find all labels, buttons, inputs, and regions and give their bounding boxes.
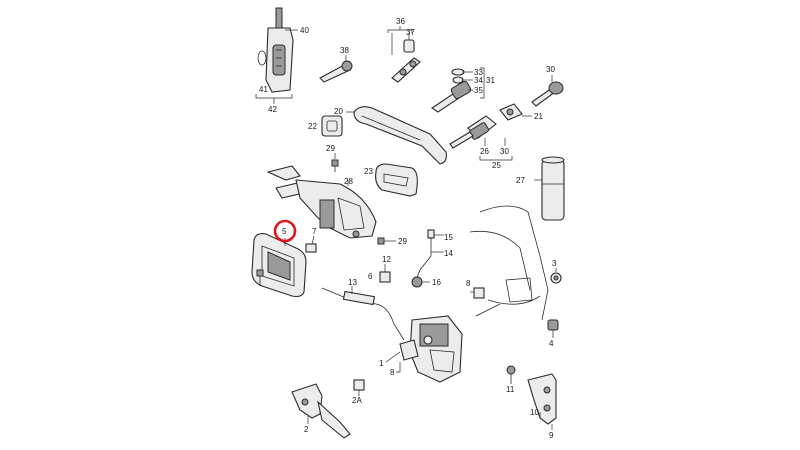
label-30-mid: 30 — [500, 147, 509, 156]
label-36: 36 — [396, 17, 405, 26]
label-33: 33 — [474, 68, 483, 77]
key-part-30 — [531, 75, 564, 107]
label-29-middle: 29 — [398, 237, 407, 246]
label-38: 38 — [340, 46, 349, 55]
label-28: 28 — [344, 177, 353, 186]
label-21: 21 — [534, 112, 543, 121]
inner-door-handle-part-5 — [251, 233, 307, 298]
label-25: 25 — [492, 161, 501, 170]
screw-part-29-middle — [377, 237, 396, 245]
label-10: 10 — [530, 408, 539, 417]
label-29-top: 29 — [326, 144, 335, 153]
seal-part-23 — [375, 163, 418, 197]
highlight-circle — [273, 219, 297, 243]
label-5: 5 — [282, 227, 287, 236]
label-35: 35 — [474, 86, 483, 95]
label-27: 27 — [516, 176, 525, 185]
label-8-right: 8 — [466, 279, 471, 288]
striker-plate-part-10 — [527, 373, 557, 430]
label-20: 20 — [334, 107, 343, 116]
bracket-part-21 — [499, 103, 532, 121]
label-22: 22 — [308, 122, 317, 131]
label-42: 42 — [268, 105, 277, 114]
label-3: 3 — [552, 259, 557, 268]
key-fob-part-40 — [255, 7, 298, 104]
label-15: 15 — [444, 233, 453, 242]
label-31: 31 — [486, 76, 495, 85]
label-12: 12 — [382, 255, 391, 264]
rod-part-14 — [415, 229, 444, 281]
label-2A: 2A — [352, 396, 362, 405]
label-37: 37 — [406, 28, 415, 37]
clip-part-12 — [379, 264, 391, 283]
screw-part-29-top — [331, 153, 339, 172]
label-4: 4 — [549, 339, 554, 348]
bolt-part-11 — [506, 365, 516, 384]
label-6: 6 — [368, 272, 373, 281]
label-41: 41 — [259, 85, 268, 94]
label-2: 2 — [304, 425, 309, 434]
label-1: 1 — [379, 359, 384, 368]
lock-lever-part-36 — [387, 26, 421, 83]
label-7: 7 — [312, 227, 317, 236]
door-frame-outline — [469, 205, 549, 321]
label-26: 26 — [480, 147, 489, 156]
outer-door-handle-part-20 — [346, 106, 447, 165]
cylinder-housing-part-26 — [449, 115, 513, 161]
grommet-part-16 — [411, 276, 430, 288]
bowden-cable-part-13 — [321, 286, 405, 341]
label-8-left: 8 — [390, 368, 395, 377]
label-34: 34 — [474, 76, 483, 85]
label-9: 9 — [549, 431, 554, 440]
clip-part-7 — [305, 235, 317, 253]
label-13: 13 — [348, 278, 357, 287]
lever-part-38 — [319, 55, 353, 83]
door-lock-part-1 — [385, 315, 463, 383]
lubricant-can-part-27 — [534, 156, 565, 221]
label-23: 23 — [364, 167, 373, 176]
grommet-part-3 — [550, 268, 562, 284]
label-14: 14 — [444, 249, 453, 258]
gasket-part-22 — [321, 115, 343, 137]
label-40: 40 — [300, 26, 309, 35]
bracket-part-2 — [291, 383, 351, 439]
label-11: 11 — [506, 385, 515, 394]
screw-part-6 — [256, 269, 264, 286]
label-30-top: 30 — [546, 65, 555, 74]
label-16: 16 — [432, 278, 441, 287]
bolt-part-4 — [547, 319, 559, 338]
connector-part-8 — [470, 287, 485, 299]
clip-part-2A — [353, 379, 365, 396]
handle-carrier-part-28 — [266, 165, 377, 239]
lock-cylinder-part-35 — [431, 67, 485, 113]
